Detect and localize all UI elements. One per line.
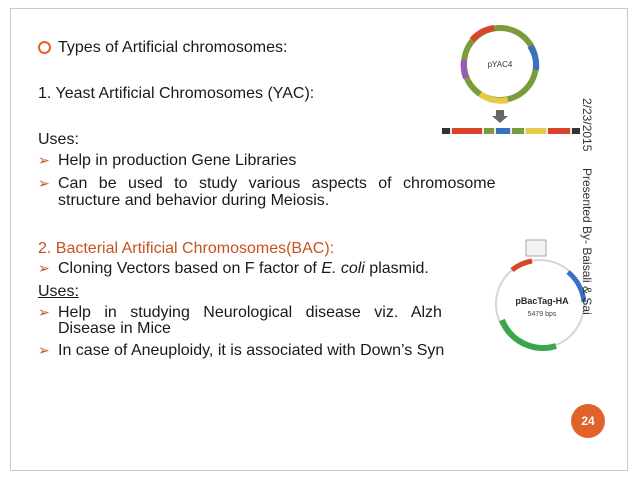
yac-use-2-cont: structure and behavior during Meiosis. — [58, 192, 330, 209]
bac-arc-red — [510, 258, 533, 273]
yac-plasmid-figure: pYAC4 — [442, 25, 580, 134]
arrow-bullet-icon: ➢ — [38, 175, 50, 191]
yac-heading: 1. Yeast Artificial Chromosomes (YAC): — [38, 85, 315, 102]
slide-frame — [10, 8, 628, 471]
bac-heading: 2. Bacterial Artificial Chromosomes(BAC)… — [38, 240, 335, 257]
bac-legend-box — [525, 239, 547, 257]
bac-arc-green — [499, 318, 557, 351]
yac-segment-yellow — [478, 91, 509, 104]
yac-linear-bar — [442, 128, 580, 134]
bac-use-1-cont: Disease in Mice — [58, 320, 171, 337]
page-number: 24 — [581, 414, 595, 428]
bac-plasmid-size: 5479 bps — [528, 311, 557, 318]
yac-use-1: Help in production Gene Libraries — [58, 152, 297, 169]
yac-plasmid-label: pYAC4 — [488, 60, 513, 69]
arrow-bullet-icon: ➢ — [38, 152, 50, 168]
uses-label-yac: Uses: — [38, 131, 79, 148]
bac-point-em: E. coli — [321, 260, 365, 277]
yac-segment-red — [469, 25, 495, 43]
arrow-bullet-icon: ➢ — [38, 342, 50, 358]
bac-plasmid-figure: pBacTag-HA 5479 bps — [495, 239, 587, 351]
arrow-bullet-icon: ➢ — [38, 260, 50, 276]
section-title: Types of Artificial chromosomes: — [58, 39, 288, 56]
yac-segment-purple — [460, 59, 469, 80]
arrow-bullet-icon: ➢ — [38, 304, 50, 320]
bac-point-pre: Cloning Vectors based on F factor of — [58, 260, 322, 277]
vertical-footer: 2/23/2015 Presented By- Baisali & Sai — [580, 98, 602, 328]
bac-plasmid-label: pBacTag-HA — [515, 296, 569, 306]
uses-label-bac: Uses: — [38, 283, 79, 300]
yac-segment-blue — [527, 44, 540, 71]
slide-date: 2/23/2015 — [580, 98, 594, 152]
bac-use-2: In case of Aneuploidy, it is associated … — [58, 342, 445, 359]
bac-point: Cloning Vectors based on F factor of E. … — [58, 260, 429, 277]
bac-point-post: plasmid. — [364, 260, 429, 277]
yac-use-2: Can be used to study various aspects of … — [58, 175, 496, 192]
down-arrow-icon — [492, 110, 508, 123]
bac-arc-blue — [566, 270, 587, 303]
presenter-credit: Presented By- Baisali & Sai — [580, 168, 594, 315]
hollow-circle-bullet-icon — [38, 41, 51, 54]
page-number-badge: 24 — [571, 404, 605, 438]
bac-use-1: Help in studying Neurological disease vi… — [58, 304, 442, 321]
